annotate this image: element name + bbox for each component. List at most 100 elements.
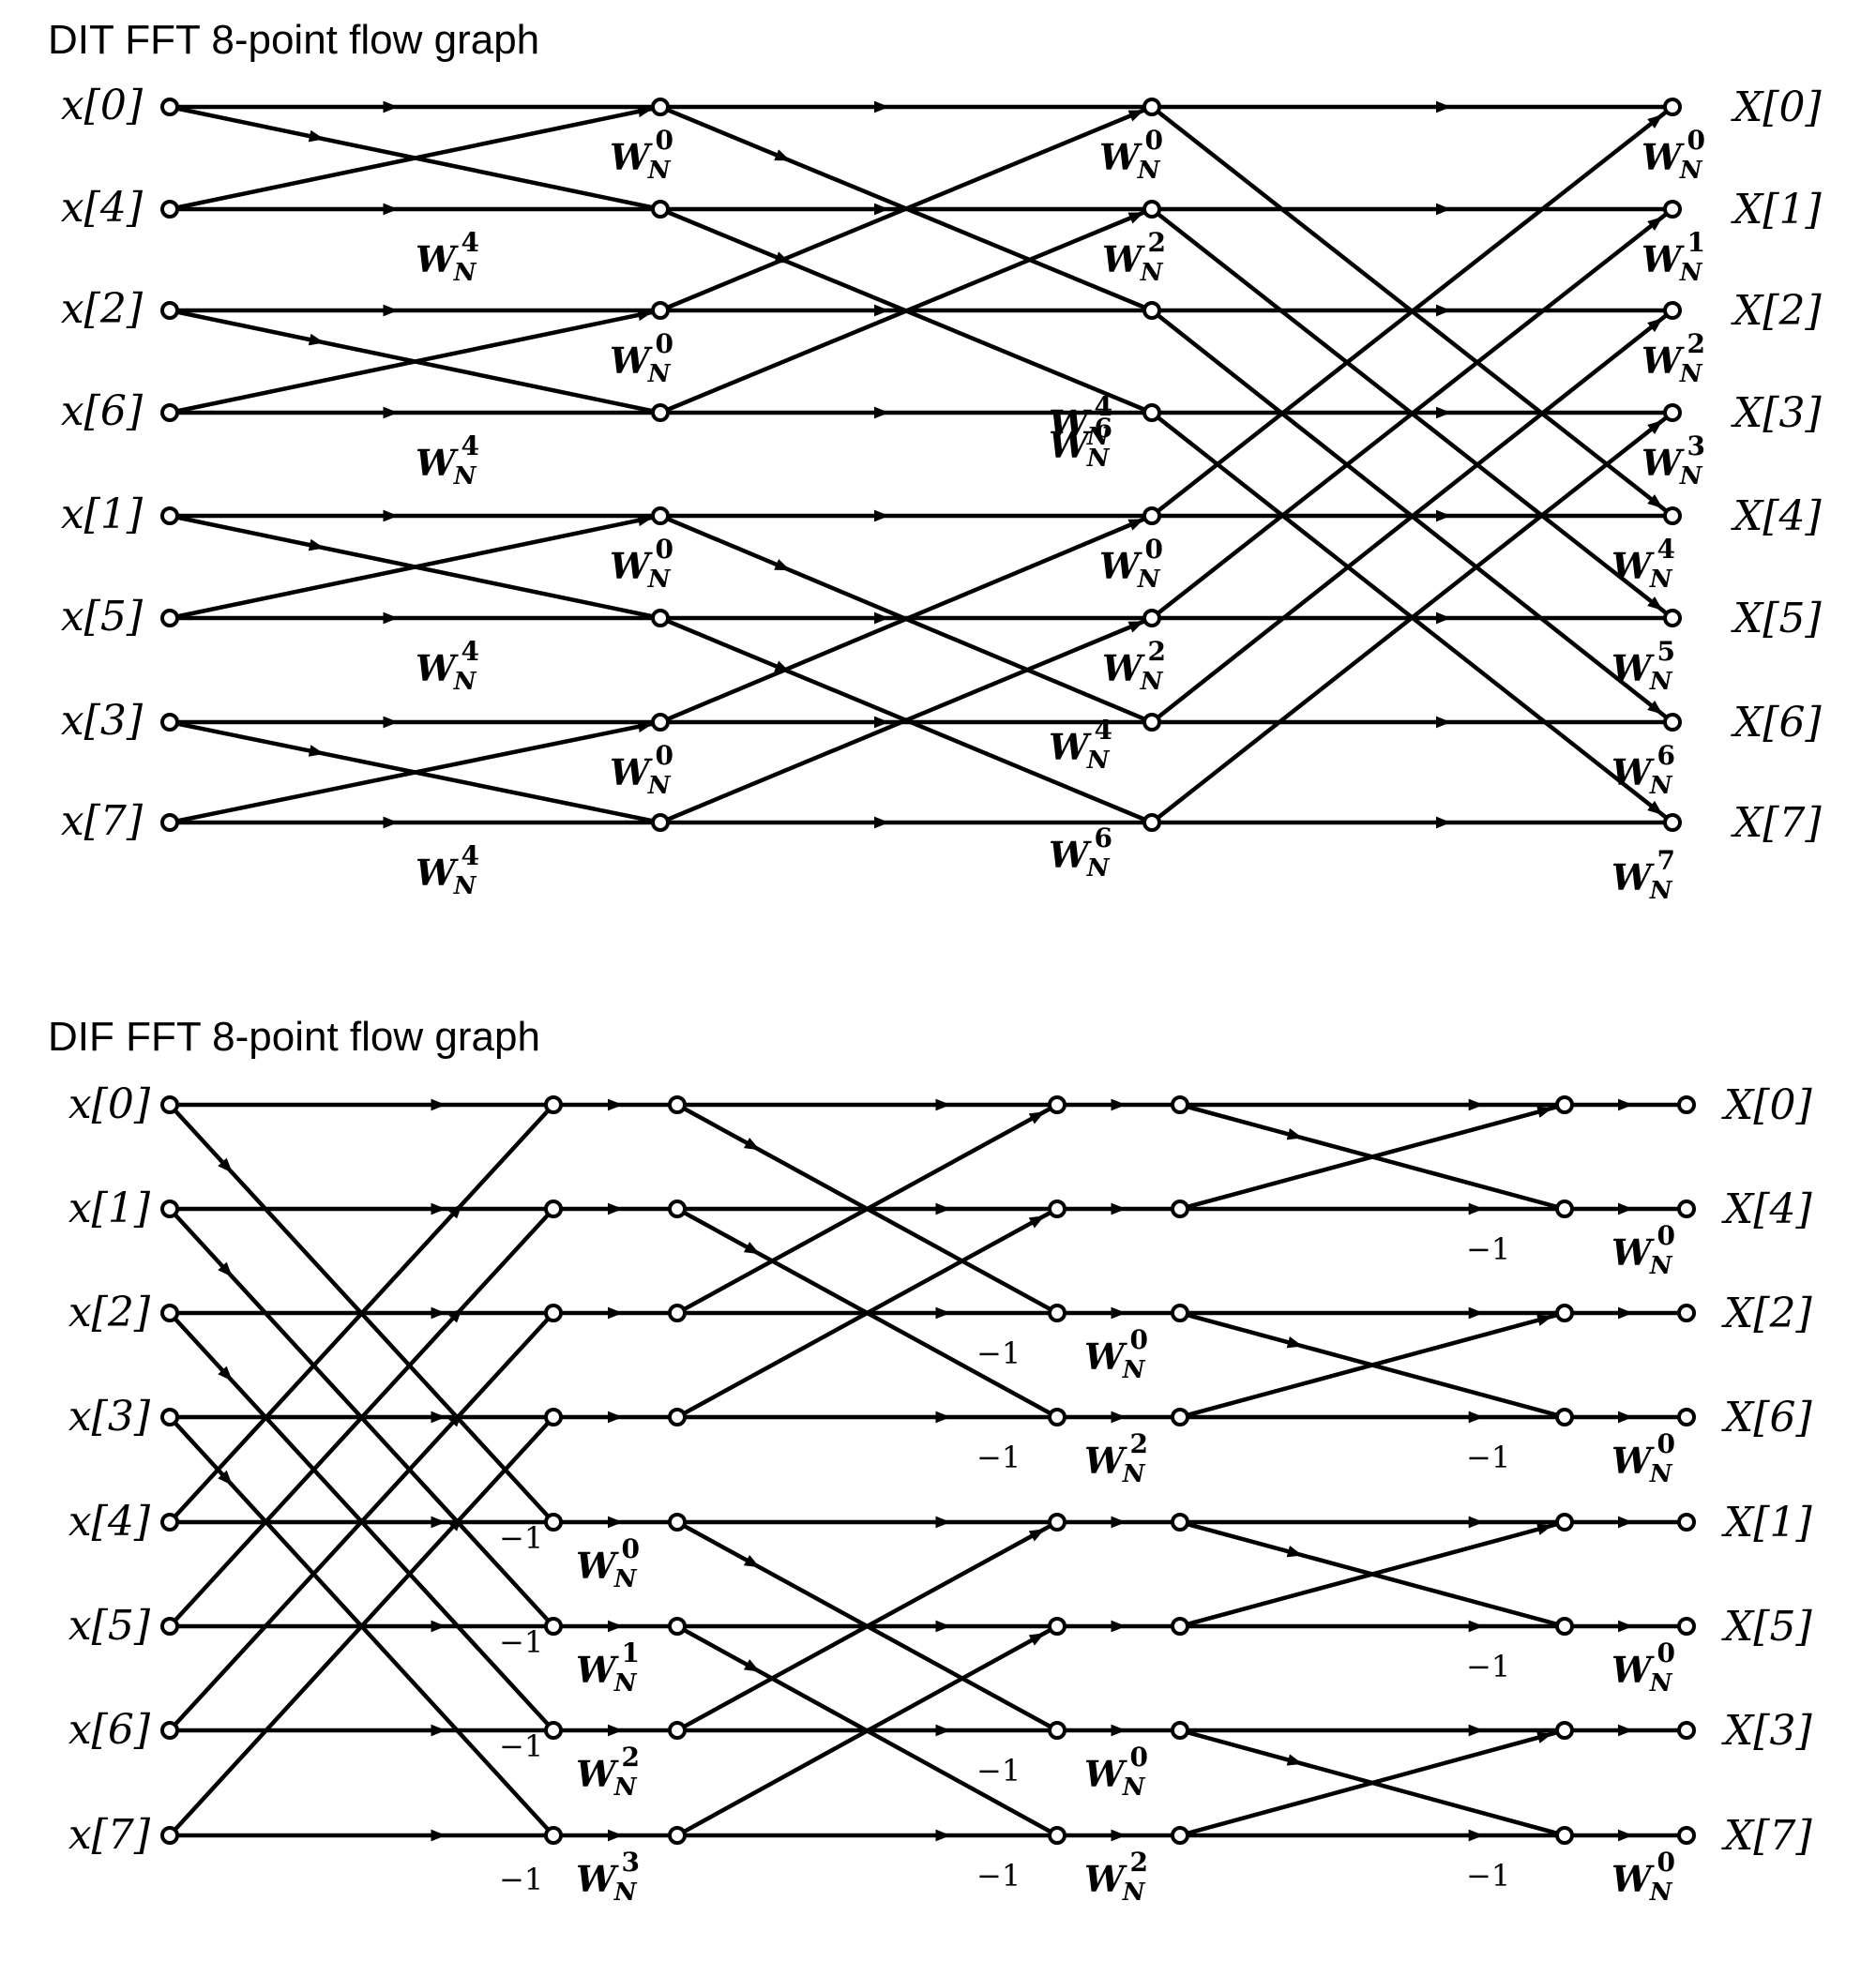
butterfly-branch xyxy=(1149,308,1675,725)
graph-node xyxy=(1048,1304,1067,1322)
input-label: x[0] xyxy=(68,1080,151,1128)
graph-node xyxy=(1048,1095,1067,1114)
twiddle-factor-label: WN2 xyxy=(576,1742,640,1802)
graph-node xyxy=(1663,301,1682,320)
twiddle-factor-label: WN6 xyxy=(1049,822,1112,883)
graph-node xyxy=(668,1826,687,1845)
graph-node xyxy=(668,1200,687,1218)
butterfly-branch xyxy=(167,1414,556,1838)
output-label: X[2] xyxy=(1731,287,1822,335)
output-label: X[0] xyxy=(1721,1081,1812,1129)
graph-node xyxy=(1677,1408,1696,1426)
graph-node xyxy=(1663,609,1682,627)
twiddle-factor-label: WN2 xyxy=(1084,1428,1148,1488)
graph-node xyxy=(1171,1304,1189,1322)
twiddle-factor-label: WN0 xyxy=(610,125,673,185)
twiddle-factor-label: WN5 xyxy=(1611,636,1675,696)
graph-node xyxy=(1142,403,1161,422)
graph-node xyxy=(160,1408,179,1426)
graph-node xyxy=(1142,609,1161,627)
input-label: x[0] xyxy=(61,82,144,129)
butterfly-branch xyxy=(1149,206,1675,621)
input-label: x[5] xyxy=(68,1602,151,1650)
minus-one-label: −1 xyxy=(976,1440,1021,1475)
graph-node xyxy=(651,609,670,627)
graph-node xyxy=(160,1617,179,1636)
butterfly-branch xyxy=(658,513,1155,725)
output-label: X[1] xyxy=(1721,1499,1812,1547)
twiddle-factor-label: WN0 xyxy=(1611,1637,1675,1698)
graph-node xyxy=(544,1721,563,1740)
graph-node xyxy=(1555,1826,1574,1845)
minus-one-label: −1 xyxy=(976,1336,1021,1371)
dif-flow-graph: x[0]x[1]x[2]x[3]x[4]x[5]x[6]x[7]X[0]X[4]… xyxy=(68,1080,1813,1907)
output-label: X[6] xyxy=(1731,699,1822,747)
graph-node xyxy=(160,200,179,219)
output-label: X[2] xyxy=(1721,1290,1812,1337)
minus-one-label: −1 xyxy=(976,1858,1021,1894)
butterfly-branch xyxy=(658,615,1155,825)
graph-node xyxy=(544,1826,563,1845)
butterfly-branch xyxy=(1149,410,1675,825)
graph-node xyxy=(1677,1513,1696,1532)
graph-node xyxy=(1677,1304,1696,1322)
input-label: x[1] xyxy=(68,1185,151,1232)
input-label: x[3] xyxy=(68,1393,151,1441)
output-label: X[5] xyxy=(1721,1603,1812,1651)
twiddle-factor-label: WN7 xyxy=(1611,845,1675,905)
graph-node xyxy=(1171,1617,1189,1636)
graph-node xyxy=(1663,98,1682,116)
input-label: x[2] xyxy=(68,1289,151,1336)
input-label: x[1] xyxy=(61,490,144,538)
graph-node xyxy=(1677,1826,1696,1845)
input-label: x[4] xyxy=(61,184,144,232)
graph-node xyxy=(160,1304,179,1322)
butterfly-branch xyxy=(674,1519,1060,1733)
input-label: x[7] xyxy=(61,797,144,845)
graph-node xyxy=(544,1617,563,1636)
graph-node xyxy=(668,1617,687,1636)
dif-title: DIF FFT 8-point flow graph xyxy=(48,1014,540,1060)
graph-node xyxy=(1048,1200,1067,1218)
twiddle-factor-label: WN0 xyxy=(1084,1742,1148,1802)
graph-node xyxy=(1555,1721,1574,1740)
graph-node xyxy=(1142,301,1161,320)
graph-node xyxy=(1677,1200,1696,1218)
graph-node xyxy=(544,1304,563,1322)
twiddle-factor-label: WN6 xyxy=(1049,413,1112,473)
twiddle-factor-label: WN2 xyxy=(1642,328,1705,388)
output-label: X[3] xyxy=(1731,389,1822,437)
twiddle-factor-label: WN0 xyxy=(1611,1220,1675,1280)
twiddle-factor-label: WN0 xyxy=(1642,125,1705,185)
twiddle-factor-label: WN4 xyxy=(1049,391,1112,451)
graph-node xyxy=(1048,1617,1067,1636)
twiddle-factor-label: WN0 xyxy=(1099,534,1163,594)
output-label: X[4] xyxy=(1731,492,1822,540)
input-label: x[6] xyxy=(61,387,144,435)
graph-node xyxy=(651,200,670,219)
twiddle-factor-label: WN6 xyxy=(1611,740,1675,800)
butterfly-branch xyxy=(1177,1519,1567,1629)
input-label: x[2] xyxy=(61,285,144,333)
dit-flow-graph: x[0]x[4]x[2]x[6]x[1]x[5]x[3]x[7]X[0]X[1]… xyxy=(61,82,1823,905)
minus-one-label: −1 xyxy=(976,1753,1021,1788)
butterfly-branch xyxy=(1177,1102,1567,1212)
graph-node xyxy=(1171,1095,1189,1114)
twiddle-factor-label: WN0 xyxy=(610,740,673,800)
input-label: x[7] xyxy=(68,1811,151,1859)
twiddle-factor-label: WN3 xyxy=(576,1847,640,1907)
graph-node xyxy=(160,1200,179,1218)
minus-one-label: −1 xyxy=(499,1624,543,1660)
graph-node xyxy=(1555,1513,1574,1532)
butterfly-branch xyxy=(658,104,1155,313)
butterfly-branch xyxy=(674,1206,1060,1420)
butterfly-branch xyxy=(167,513,663,621)
dit-title: DIT FFT 8-point flow graph xyxy=(48,17,540,63)
graph-node xyxy=(1171,1200,1189,1218)
graph-node xyxy=(1555,1200,1574,1218)
graph-node xyxy=(160,98,179,116)
butterfly-branch xyxy=(1149,104,1675,519)
input-label: x[4] xyxy=(68,1498,151,1546)
graph-node xyxy=(160,1721,179,1740)
graph-node xyxy=(651,506,670,525)
